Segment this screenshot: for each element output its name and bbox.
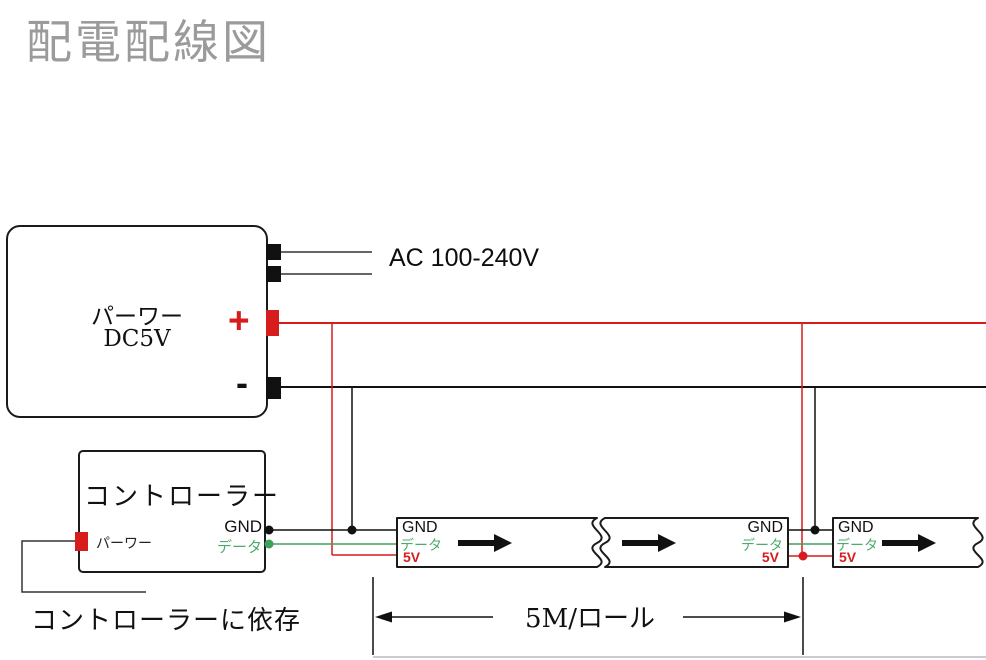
led-strip-segment-2 — [599, 517, 789, 568]
arrow-right-icon — [784, 611, 801, 623]
controller-dependency-note: コントローラーに依存 — [31, 606, 302, 636]
strip2-data-label: データ — [741, 538, 783, 554]
power-supply-box — [6, 225, 268, 418]
strip1-data-label: データ — [400, 538, 442, 554]
controller-title: コントローラー — [84, 482, 281, 512]
strip2-gnd-label: GND — [747, 519, 783, 536]
roll-length-label: 5M/ロール — [525, 604, 655, 634]
arrow-left-icon — [375, 611, 392, 623]
ac-terminal-1 — [266, 244, 281, 260]
controller-input-wire — [21, 540, 146, 593]
controller-box — [78, 450, 266, 573]
power-supply-voltage: DC5V — [103, 326, 171, 352]
ac-terminal-2 — [266, 266, 281, 282]
controller-gnd-label: GND — [224, 517, 262, 536]
direction-arrow-icon-2 — [622, 534, 676, 552]
direction-arrow-icon-1 — [458, 534, 512, 552]
strip2-5v-label: 5V — [761, 549, 779, 565]
negative-terminal — [266, 377, 281, 399]
strip3-5v-label: 5V — [839, 549, 857, 565]
controller-gnd-terminal-dot — [264, 525, 274, 535]
controller-data-terminal-dot — [264, 539, 274, 549]
gnd-junction-dot-2 — [810, 525, 820, 535]
controller-power-label: パーワー — [96, 536, 152, 552]
strip1-gnd-label: GND — [402, 519, 438, 536]
power-supply-name: パーワー — [91, 304, 183, 330]
5v-junction-dot — [798, 551, 808, 561]
strip3-gnd-label: GND — [838, 519, 874, 536]
gnd-junction-dot-1 — [347, 525, 357, 535]
strip3-data-label: データ — [836, 538, 878, 554]
ac-input-label: AC 100-240V — [389, 244, 540, 272]
direction-arrow-icon-3 — [882, 534, 936, 552]
positive-terminal — [266, 310, 279, 336]
page-title: 配電配線図 — [26, 15, 271, 69]
plus-symbol: + — [228, 300, 250, 341]
controller-data-label: データ — [216, 538, 262, 556]
minus-symbol: - — [236, 362, 248, 403]
strip1-5v-label: 5V — [403, 549, 421, 565]
controller-power-terminal — [75, 532, 88, 551]
